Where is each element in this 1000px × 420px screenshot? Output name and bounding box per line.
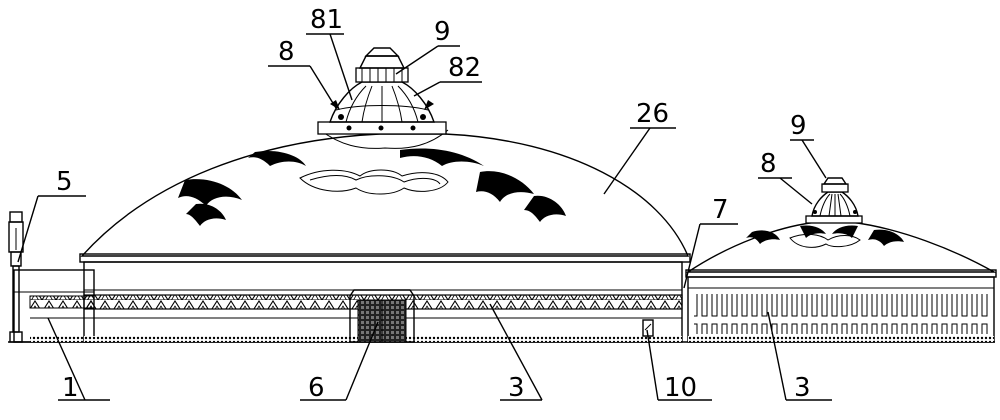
label-3-small: 3: [794, 373, 811, 403]
leader-lines: [17, 33, 832, 401]
label-3-main: 3: [508, 373, 525, 403]
reference-labels: 1 5 6 3 10 3 7 8 81 9 82 26 8 9: [56, 5, 811, 403]
main-crown: [317, 47, 447, 135]
label-8-small: 8: [760, 149, 777, 179]
label-8-main: 8: [278, 37, 295, 67]
label-5: 5: [56, 167, 73, 197]
label-82: 82: [448, 53, 481, 83]
label-26: 26: [636, 99, 669, 129]
main-dome: [80, 133, 690, 257]
label-9-small: 9: [790, 111, 807, 141]
label-7: 7: [712, 195, 729, 225]
label-1: 1: [62, 373, 79, 403]
small-yurt: [685, 221, 997, 343]
main-door: [349, 289, 415, 343]
label-6: 6: [308, 373, 325, 403]
label-81: 81: [310, 5, 343, 35]
lantern-post: [8, 211, 24, 343]
label-9-main: 9: [434, 17, 451, 47]
main-yurt: [79, 129, 691, 343]
small-crown: [805, 177, 863, 224]
label-10: 10: [664, 373, 697, 403]
